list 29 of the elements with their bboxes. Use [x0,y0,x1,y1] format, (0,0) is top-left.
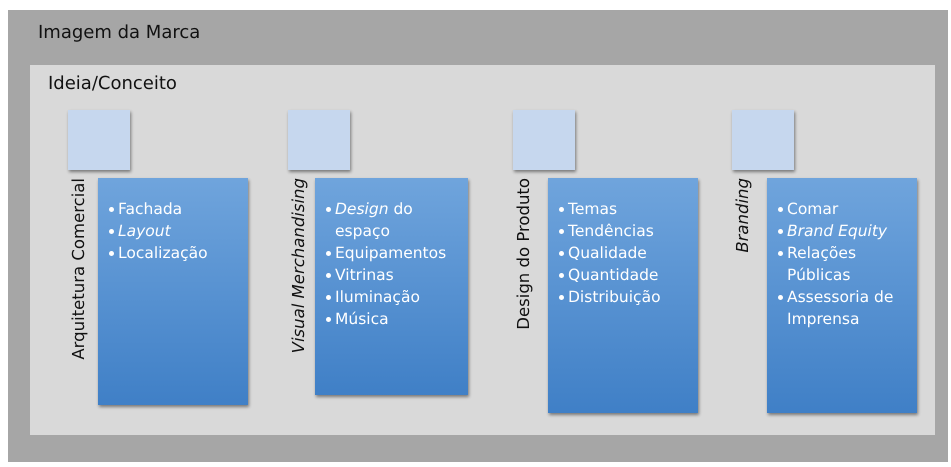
bullet-item: Assessoria de Imprensa [777,286,911,330]
bullet-item: Música [325,308,462,330]
bullet-item: Quantidade [558,264,692,286]
column-heading: Visual Merchandising [288,178,309,354]
bullet-item: Equipamentos [325,242,462,264]
bullet-item: Vitrinas [325,264,462,286]
bullet-item: Comar [777,198,911,220]
panel-title: Ideia/Conceito [48,73,177,94]
column-heading: Design do Produto [513,178,534,330]
empty-square [732,110,794,170]
bullet-item: Qualidade [558,242,692,264]
bullet-item: Design do espaço [325,198,462,242]
bullet-item: Iluminação [325,286,462,308]
empty-square [288,110,350,170]
panel-title: Imagem da Marca [38,22,200,43]
inner-panel [30,65,935,435]
column-heading: Arquitetura Comercial [68,178,89,360]
bullet-item: Tendências [558,220,692,242]
bullet-item: Distribuição [558,286,692,308]
bullet-item: Temas [558,198,692,220]
empty-square [68,110,130,170]
bullet-item: Layout [108,220,242,242]
bullet-item: Localização [108,242,242,264]
bullet-item: Brand Equity [777,220,911,242]
column-heading: Branding [732,178,753,253]
outer-panel [8,10,948,462]
empty-square [513,110,575,170]
bullet-item: Fachada [108,198,242,220]
bullet-item: Relações Públicas [777,242,911,286]
